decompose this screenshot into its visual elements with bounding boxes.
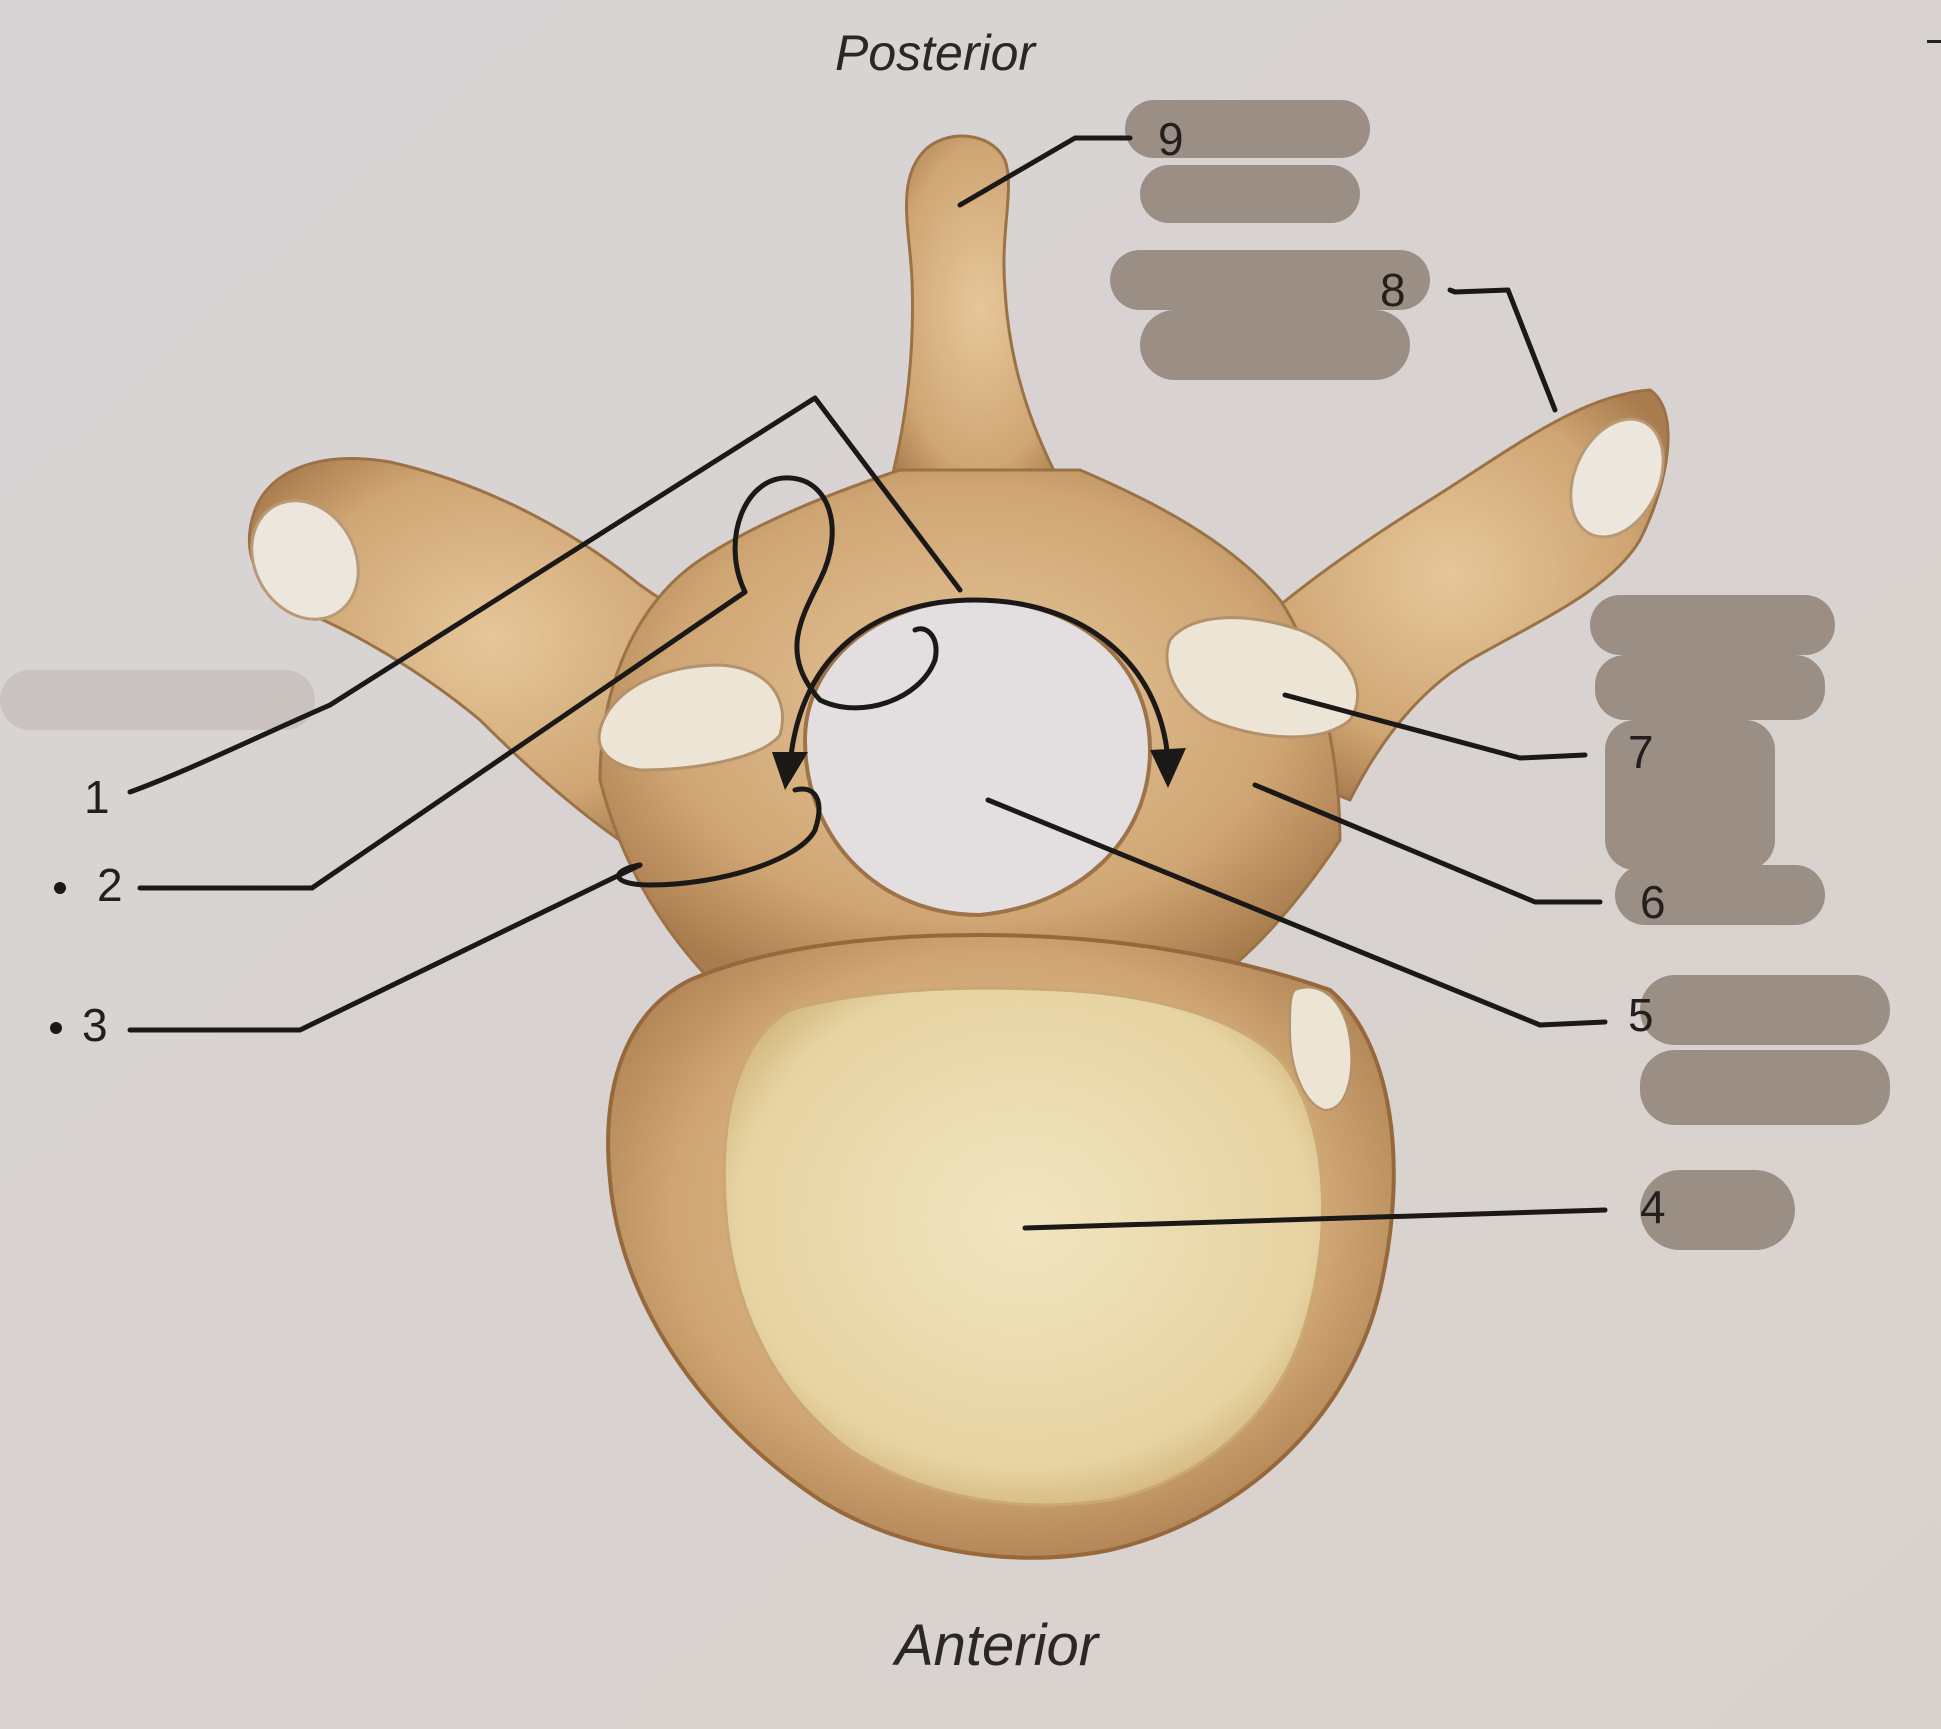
redaction-mark (1125, 100, 1370, 158)
left-transverse-facet (250, 499, 360, 621)
right-transverse-facet (1569, 417, 1665, 539)
right-inferior-facet (1288, 986, 1353, 1112)
vertebral-body-surface (722, 986, 1325, 1507)
label-5: 5 (1628, 989, 1654, 1041)
right-arrowhead (1150, 748, 1186, 788)
redaction-mark (0, 670, 315, 730)
label-4: 4 (1640, 1181, 1666, 1233)
leader-line-1 (127, 395, 963, 795)
label-9: 9 (1158, 113, 1184, 165)
arrowheads (772, 748, 1186, 790)
redaction-mark (1640, 975, 1890, 1045)
redaction-mark (1605, 720, 1775, 870)
vertebral-foramen (802, 597, 1153, 918)
redaction-mark (1615, 865, 1825, 925)
label-3: 3 (82, 999, 108, 1051)
leader-line-9 (957, 135, 1133, 208)
label-6: 6 (1640, 876, 1666, 928)
left-arrowhead (772, 752, 808, 790)
label-1: 1 (84, 771, 110, 823)
right-superior-articular-facet (1165, 616, 1360, 739)
leader-line-3 (127, 862, 643, 1033)
redaction-mark (1595, 655, 1825, 720)
redaction-marks (0, 100, 1890, 1250)
orientation-posterior: Posterior (835, 25, 1036, 81)
leader-line-4 (1022, 1207, 1608, 1231)
label-2: 2 (97, 859, 123, 911)
leader-line-2 (137, 589, 748, 891)
label-8: 8 (1380, 264, 1406, 316)
leader-lines (127, 135, 1608, 1231)
label-7: 7 (1628, 726, 1654, 778)
left-superior-articular-facet (597, 663, 784, 772)
leader-line-6 (1252, 782, 1603, 905)
spinous-process (877, 134, 1083, 522)
leader-line-7 (1282, 692, 1588, 761)
redaction-mark (1640, 1170, 1795, 1250)
leader-line-3-loop (616, 786, 822, 888)
redaction-mark (1140, 310, 1410, 380)
leader-line-2-loop (732, 475, 939, 711)
redaction-mark (1590, 595, 1835, 655)
bullet-marker-2 (54, 882, 66, 894)
edge-tick-mark (1927, 40, 1941, 43)
orientation-anterior: Anterior (895, 1613, 1099, 1678)
leader-line-8 (1447, 287, 1558, 413)
redaction-mark (1140, 165, 1360, 223)
leader-line-5 (985, 797, 1608, 1028)
redaction-mark (1640, 1050, 1890, 1125)
foramen-arrow-arc (787, 597, 1171, 768)
vertebra-illustration (247, 134, 1670, 1560)
redaction-mark (1110, 250, 1430, 310)
bullet-marker-3 (50, 1022, 62, 1034)
